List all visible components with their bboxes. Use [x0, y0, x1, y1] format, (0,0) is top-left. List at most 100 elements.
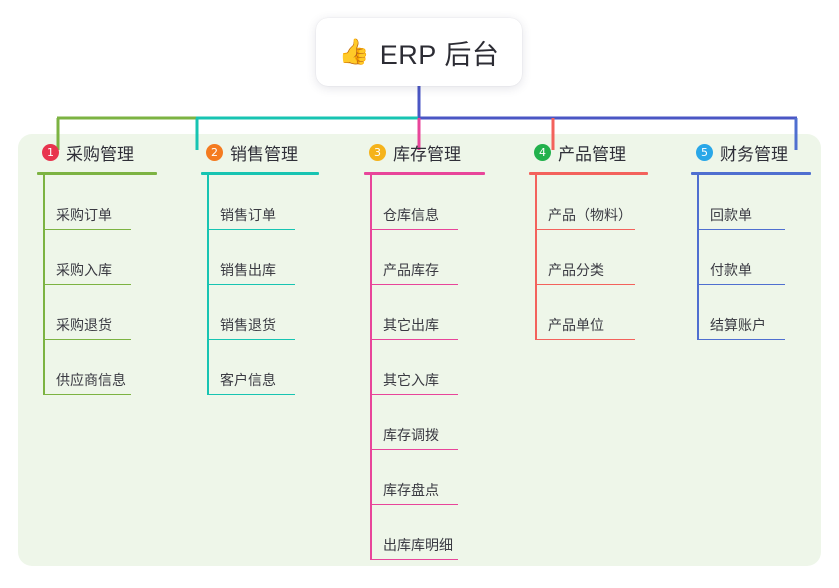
leaf-item[interactable]: 产品单位 [510, 285, 672, 340]
number-badge-icon: 2 [206, 143, 223, 161]
leaf-item[interactable]: 采购退货 [18, 285, 182, 340]
column-header-3[interactable]: 3 库存管理 [345, 134, 510, 170]
column-spine [535, 175, 537, 340]
leaf-list: 仓库信息产品库存其它出库其它入库库存调拨库存盘点出库库明细 [345, 175, 510, 560]
leaf-item-label: 产品单位 [548, 316, 604, 333]
column-header-rule [529, 172, 648, 175]
leaf-item-rule [370, 448, 458, 450]
column-2: 2 销售管理销售订单销售出库销售退货客户信息 [182, 134, 345, 566]
leaf-item-rule [370, 338, 458, 340]
leaf-item-rule [207, 283, 295, 285]
column-title: 采购管理 [66, 144, 134, 164]
leaf-list: 销售订单销售出库销售退货客户信息 [182, 175, 345, 395]
leaf-item[interactable]: 付款单 [672, 230, 821, 285]
leaf-item-label: 产品（物料） [548, 206, 632, 223]
leaf-item[interactable]: 产品（物料） [510, 175, 672, 230]
leaf-item[interactable]: 销售退货 [182, 285, 345, 340]
column-3: 3 库存管理仓库信息产品库存其它出库其它入库库存调拨库存盘点出库库明细 [345, 134, 510, 566]
thumbs-up-icon: 👍 [338, 37, 370, 66]
column-title: 库存管理 [393, 144, 461, 164]
leaf-item-label: 库存调拨 [383, 426, 439, 443]
leaf-item[interactable]: 客户信息 [182, 340, 345, 395]
leaf-item-rule [697, 283, 785, 285]
leaf-item-label: 采购入库 [56, 261, 112, 278]
leaf-item[interactable]: 采购订单 [18, 175, 182, 230]
column-header-2[interactable]: 2 销售管理 [182, 134, 345, 170]
leaf-item-label: 供应商信息 [56, 371, 126, 388]
leaf-item[interactable]: 采购入库 [18, 230, 182, 285]
leaf-item-label: 销售出库 [220, 261, 276, 278]
leaf-item-rule [535, 338, 635, 340]
leaf-item-label: 采购退货 [56, 316, 112, 333]
leaf-item-rule [697, 338, 785, 340]
number-badge-icon: 3 [369, 143, 386, 161]
leaf-item[interactable]: 销售出库 [182, 230, 345, 285]
number-badge-icon: 4 [534, 143, 551, 161]
leaf-item-label: 其它出库 [383, 316, 439, 333]
leaf-item-rule [370, 283, 458, 285]
column-header-rule [37, 172, 157, 175]
number-badge-icon: 1 [42, 143, 59, 161]
leaf-item-rule [43, 228, 131, 230]
leaf-item-rule [43, 283, 131, 285]
leaf-item-rule [43, 338, 131, 340]
column-header-rule [201, 172, 319, 175]
leaf-item-rule [370, 503, 458, 505]
leaf-item-label: 其它入库 [383, 371, 439, 388]
content-panel [18, 134, 821, 566]
leaf-item-label: 采购订单 [56, 206, 112, 223]
leaf-item[interactable]: 回款单 [672, 175, 821, 230]
column-header-4[interactable]: 4 产品管理 [510, 134, 672, 170]
leaf-list: 产品（物料） 产品分类产品单位 [510, 175, 672, 340]
root-node[interactable]: 👍 ERP 后台 [316, 18, 522, 86]
column-header-5[interactable]: 5 财务管理 [672, 134, 821, 170]
leaf-item[interactable]: 结算账户 [672, 285, 821, 340]
column-spine [697, 175, 699, 340]
leaf-item-rule [697, 228, 785, 230]
leaf-item[interactable]: 其它出库 [345, 285, 510, 340]
leaf-item[interactable]: 出库库明细 [345, 505, 510, 560]
leaf-item-rule [370, 558, 458, 560]
number-badge-icon: 5 [696, 143, 713, 161]
leaf-item-label: 产品库存 [383, 261, 439, 278]
column-header-rule [691, 172, 811, 175]
column-spine [43, 175, 45, 395]
leaf-item-label: 结算账户 [710, 316, 766, 333]
column-title: 产品管理 [558, 144, 626, 164]
column-title: 财务管理 [720, 144, 788, 164]
leaf-list: 回款单付款单结算账户 [672, 175, 821, 340]
root-title: ERP 后台 [379, 39, 500, 70]
column-container: 1 采购管理采购订单采购入库采购退货供应商信息 2 销售管理销售订单销售出库销售退货客… [18, 134, 821, 566]
column-4: 4 产品管理产品（物料） 产品分类产品单位 [510, 134, 672, 566]
leaf-item-label: 销售订单 [220, 206, 276, 223]
leaf-item-label: 产品分类 [548, 261, 604, 278]
leaf-item[interactable]: 库存盘点 [345, 450, 510, 505]
column-spine [370, 175, 372, 560]
leaf-item-rule [43, 393, 131, 395]
leaf-item[interactable]: 销售订单 [182, 175, 345, 230]
leaf-item[interactable]: 仓库信息 [345, 175, 510, 230]
column-5: 5 财务管理回款单付款单结算账户 [672, 134, 821, 566]
leaf-item-rule [207, 228, 295, 230]
column-1: 1 采购管理采购订单采购入库采购退货供应商信息 [18, 134, 182, 566]
leaf-item-label: 回款单 [710, 206, 752, 223]
leaf-item-label: 库存盘点 [383, 481, 439, 498]
leaf-item-rule [207, 338, 295, 340]
column-title: 销售管理 [230, 144, 298, 164]
leaf-item[interactable]: 产品分类 [510, 230, 672, 285]
leaf-item-label: 仓库信息 [383, 206, 439, 223]
leaf-item-rule [370, 228, 458, 230]
leaf-item-rule [535, 228, 635, 230]
column-header-1[interactable]: 1 采购管理 [18, 134, 182, 170]
leaf-item-rule [370, 393, 458, 395]
leaf-item-label: 客户信息 [220, 371, 276, 388]
leaf-item[interactable]: 其它入库 [345, 340, 510, 395]
leaf-item[interactable]: 库存调拨 [345, 395, 510, 450]
leaf-list: 采购订单采购入库采购退货供应商信息 [18, 175, 182, 395]
column-header-rule [364, 172, 485, 175]
leaf-item[interactable]: 产品库存 [345, 230, 510, 285]
leaf-item[interactable]: 供应商信息 [18, 340, 182, 395]
leaf-item-label: 出库库明细 [383, 536, 453, 553]
leaf-item-rule [207, 393, 295, 395]
